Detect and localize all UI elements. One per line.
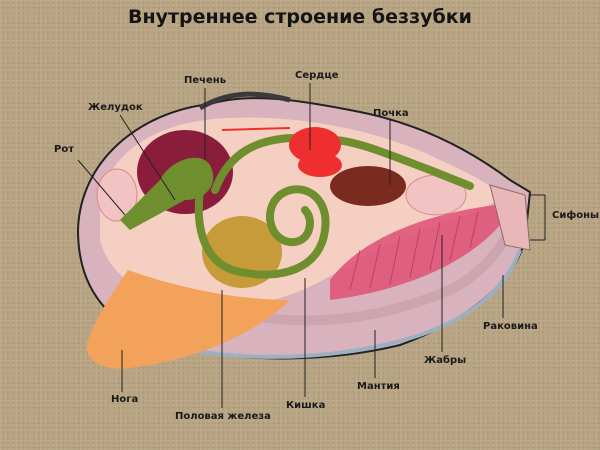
label-liver: Печень (184, 75, 227, 86)
foot (86, 270, 290, 369)
mantle-fold (228, 227, 515, 326)
label-gills: Жабры (424, 355, 467, 366)
label-mantle: Мантия (357, 381, 400, 392)
kidney (330, 166, 406, 206)
label-siphons: Сифоны (552, 210, 600, 221)
label-kidney: Почка (373, 108, 409, 119)
leader-lines (77, 83, 546, 408)
heart-lower (298, 153, 342, 177)
label-mouth: Рот (54, 144, 74, 155)
mouth-palp (96, 168, 138, 222)
gonad (202, 216, 282, 288)
page-title: Внутреннее строение беззубки (128, 6, 472, 28)
siphons (489, 184, 531, 251)
umbo (198, 91, 291, 111)
label-stomach: Желудок (88, 102, 143, 113)
label-foot: Нога (111, 394, 139, 405)
aorta (221, 127, 291, 131)
label-intestine: Кишка (286, 400, 326, 411)
label-gonad: Половая железа (175, 411, 271, 422)
stomach (120, 157, 214, 230)
label-heart: Сердце (295, 70, 339, 81)
label-shell: Раковина (483, 321, 538, 332)
